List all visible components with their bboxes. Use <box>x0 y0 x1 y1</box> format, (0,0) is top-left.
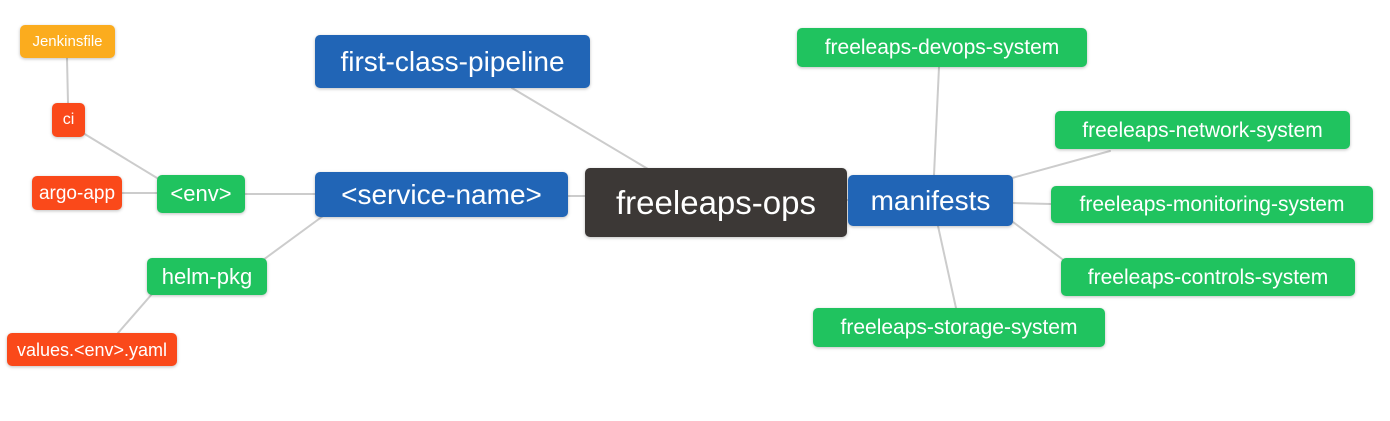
node-first-class-pipeline[interactable]: first-class-pipeline <box>315 35 590 88</box>
edge-manifests-devops-system <box>933 66 940 176</box>
edge-pipeline-ops <box>511 87 654 173</box>
edge-manifests-monitoring-system <box>1012 202 1052 205</box>
node-freeleaps-monitoring-system[interactable]: freeleaps-monitoring-system <box>1051 186 1373 223</box>
node-jenkinsfile[interactable]: Jenkinsfile <box>20 25 115 58</box>
node-freeleaps-storage-system[interactable]: freeleaps-storage-system <box>813 308 1105 347</box>
node-freeleaps-ops[interactable]: freeleaps-ops <box>585 168 847 237</box>
edge-helm-pkg-service-name <box>262 215 324 261</box>
node-freeleaps-devops-system[interactable]: freeleaps-devops-system <box>797 28 1087 67</box>
node-values-env-yaml[interactable]: values.<env>.yaml <box>7 333 177 366</box>
node-argo-app[interactable]: argo-app <box>32 176 122 210</box>
node-env[interactable]: <env> <box>157 175 245 213</box>
node-manifests[interactable]: manifests <box>848 175 1013 226</box>
node-helm-pkg[interactable]: helm-pkg <box>147 258 267 295</box>
edge-manifests-controls-system <box>1012 221 1067 263</box>
edge-manifests-network-system <box>1011 150 1111 179</box>
edge-jenkinsfile-ci <box>66 57 69 104</box>
node-ci[interactable]: ci <box>52 103 85 137</box>
edge-ci-env <box>82 132 163 182</box>
edge-values-helm-pkg <box>117 293 153 334</box>
node-freeleaps-network-system[interactable]: freeleaps-network-system <box>1055 111 1350 149</box>
edge-manifests-storage-system <box>937 225 957 309</box>
node-freeleaps-controls-system[interactable]: freeleaps-controls-system <box>1061 258 1355 296</box>
node-service-name[interactable]: <service-name> <box>315 172 568 217</box>
